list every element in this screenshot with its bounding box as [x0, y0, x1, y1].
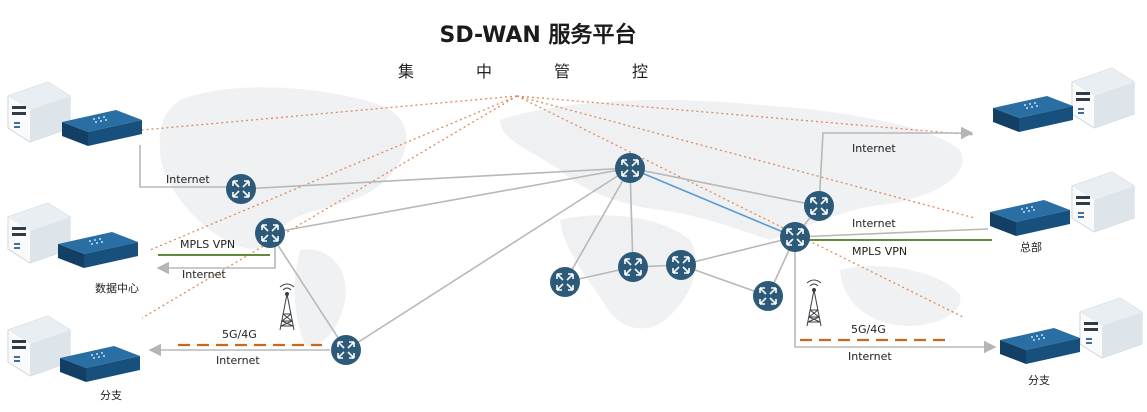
server-icon	[1079, 297, 1143, 359]
sdwan-device-icon	[60, 346, 140, 382]
page-title: SD-WAN 服务平台	[439, 23, 637, 48]
router-icon	[803, 190, 835, 222]
site-label-branch: 分支	[1028, 374, 1050, 387]
link-label-mpls: MPLS VPN	[180, 238, 236, 251]
router-icon	[779, 221, 811, 253]
router-icon	[665, 249, 697, 281]
cell-tower-icon	[806, 279, 822, 327]
link-label-5g4g: 5G/4G	[222, 328, 257, 341]
site-data-center	[7, 202, 138, 268]
site-top-left	[7, 81, 142, 146]
highlight-path	[629, 167, 796, 238]
site-headquarters	[990, 171, 1135, 236]
site-label-data-center: 数据中心	[95, 282, 139, 295]
world-map-background	[159, 87, 963, 346]
page-subtitle: 集中管控	[397, 62, 710, 81]
router-icon	[752, 280, 784, 312]
link-label-internet: Internet	[848, 350, 892, 363]
sdwan-device-icon	[993, 96, 1073, 132]
control-lines	[141, 95, 976, 319]
router-icon	[614, 152, 646, 184]
server-icon	[1071, 171, 1135, 233]
link-label-internet: Internet	[182, 268, 226, 281]
sdwan-device-icon	[990, 200, 1070, 236]
server-icon	[7, 81, 71, 143]
sdwan-device-icon	[62, 110, 142, 146]
router-icon	[549, 266, 581, 298]
link-label-5g4g: 5G/4G	[851, 323, 886, 336]
link-label-internet: Internet	[166, 173, 210, 186]
wireless-lines	[178, 338, 945, 347]
link-label-internet: Internet	[852, 217, 896, 230]
mpls-lines	[158, 239, 992, 256]
sdwan-device-icon	[1000, 328, 1080, 364]
site-branch-right	[1000, 297, 1143, 364]
link-label-internet: Internet	[216, 354, 260, 367]
site-label-branch: 分支	[100, 389, 122, 402]
internet-mesh	[139, 126, 997, 357]
router-icon	[254, 217, 286, 249]
cell-tower-icon	[279, 283, 295, 331]
site-branch-left	[7, 315, 140, 382]
site-label-headquarters: 总部	[1020, 241, 1042, 254]
router-icon	[225, 173, 257, 205]
link-label-mpls: MPLS VPN	[852, 245, 908, 258]
router-icon	[330, 334, 362, 366]
link-label-internet: Internet	[852, 142, 896, 155]
router-icon	[617, 251, 649, 283]
